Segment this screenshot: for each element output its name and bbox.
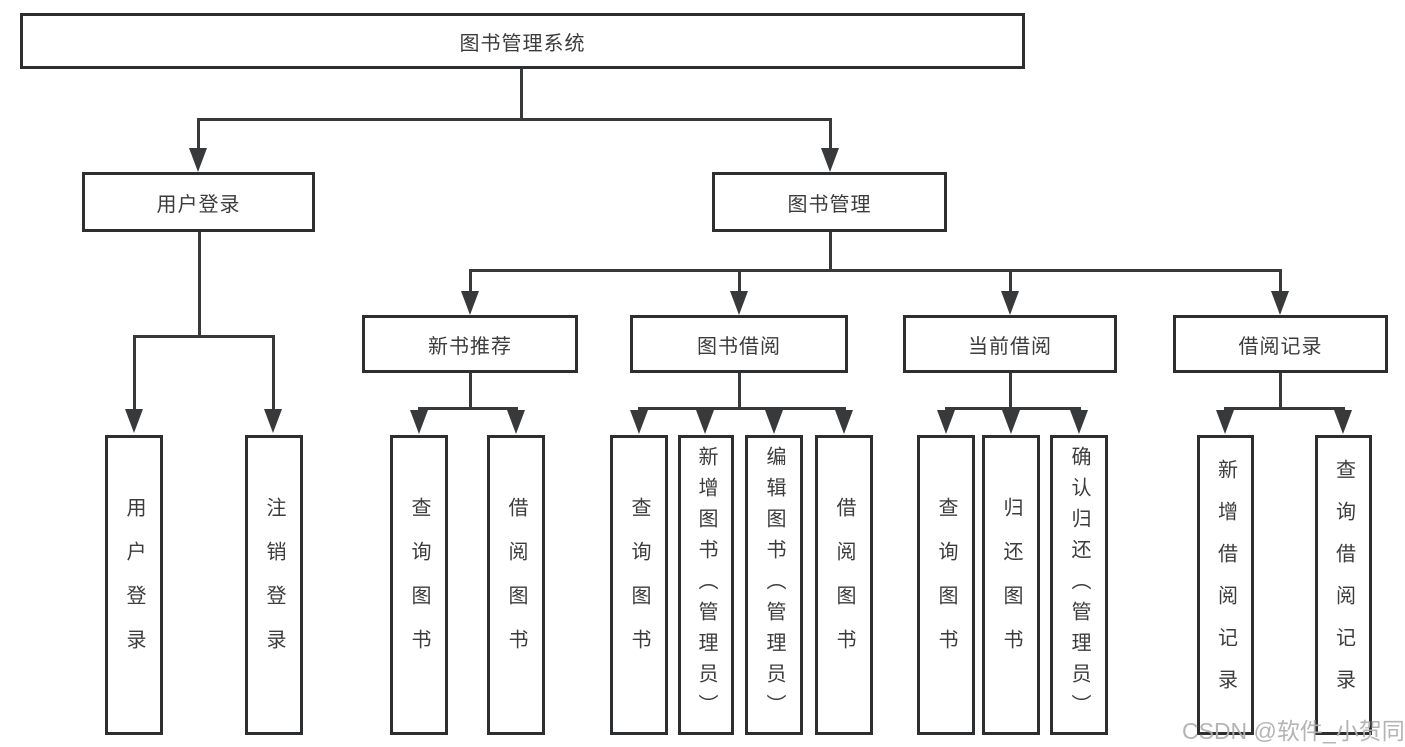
connector-line <box>197 118 200 150</box>
node-leaf-query-book-recommend: 查询图书 <box>390 435 448 735</box>
node-leaf-add-book-admin: 新增图书（管理员） <box>678 435 734 735</box>
arrow-down-icon <box>1070 410 1088 434</box>
connector-line <box>469 269 1282 272</box>
node-leaf-query-book-borrow: 查询图书 <box>610 435 668 735</box>
arrow-down-icon <box>835 410 853 434</box>
node-leaf-logout: 注销登录 <box>245 435 303 735</box>
connector-line <box>1009 373 1012 407</box>
arrow-down-icon <box>125 409 143 433</box>
node-leaf-return-book: 归还图书 <box>982 435 1040 735</box>
arrow-down-icon <box>630 410 648 434</box>
connector-line <box>133 335 275 338</box>
node-label: 新增图书（管理员） <box>695 445 717 725</box>
arrow-down-icon <box>730 291 748 315</box>
csdn-watermark: CSDN @软件_小贺同学 <box>1182 718 1405 744</box>
node-label: 注销登录 <box>263 497 285 673</box>
node-label: 确认归还（管理员） <box>1068 445 1090 725</box>
node-label: 查询图书 <box>628 497 650 673</box>
node-label: 归还图书 <box>1000 497 1022 673</box>
node-user-login: 用户登录 <box>82 172 315 232</box>
node-leaf-borrow-book-recommend: 借阅图书 <box>487 435 545 735</box>
arrow-down-icon <box>1002 410 1020 434</box>
node-label: 查询借阅记录 <box>1332 459 1355 711</box>
node-current-borrow: 当前借阅 <box>903 315 1117 373</box>
node-leaf-edit-book-admin: 编辑图书（管理员） <box>745 435 803 735</box>
node-label: 用户登录 <box>156 193 241 216</box>
node-leaf-query-borrow-record: 查询借阅记录 <box>1315 435 1372 735</box>
node-label: 借阅图书 <box>833 497 855 673</box>
arrow-down-icon <box>765 410 783 434</box>
arrow-down-icon <box>1216 410 1234 434</box>
connector-line <box>638 407 846 410</box>
arrow-down-icon <box>696 410 714 434</box>
node-label: 当前借阅 <box>968 335 1052 358</box>
arrow-down-icon <box>821 148 839 172</box>
arrow-down-icon <box>264 409 282 433</box>
node-label: 编辑图书（管理员） <box>763 445 785 725</box>
node-book-management: 图书管理 <box>712 172 947 232</box>
node-leaf-confirm-return-admin: 确认归还（管理员） <box>1050 435 1108 735</box>
node-label: 查询图书 <box>408 497 430 673</box>
node-leaf-borrow-book: 借阅图书 <box>815 435 873 735</box>
node-leaf-query-book-current: 查询图书 <box>917 435 975 735</box>
connector-line <box>133 335 136 411</box>
arrow-down-icon <box>410 410 428 434</box>
connector-line <box>1279 269 1282 293</box>
arrow-down-icon <box>1334 410 1352 434</box>
node-label: 图书管理系统 <box>459 32 586 55</box>
connector-line <box>197 118 832 121</box>
arrow-down-icon <box>189 148 207 172</box>
node-label: 新书推荐 <box>428 335 512 358</box>
node-label: 借阅记录 <box>1238 335 1323 358</box>
connector-line <box>198 232 201 335</box>
connector-line <box>829 118 832 150</box>
connector-line <box>469 373 472 407</box>
connector-line <box>1009 269 1012 293</box>
node-new-book-recommend: 新书推荐 <box>362 315 578 373</box>
connector-line <box>272 335 275 411</box>
node-book-borrow: 图书借阅 <box>630 315 848 373</box>
node-label: 图书借阅 <box>697 335 781 358</box>
node-borrow-records: 借阅记录 <box>1173 315 1388 373</box>
connector-line <box>520 69 523 118</box>
node-leaf-user-login: 用户登录 <box>105 435 163 735</box>
node-label: 用户登录 <box>123 497 145 673</box>
connector-line <box>1279 373 1282 407</box>
arrow-down-icon <box>937 410 955 434</box>
connector-line <box>1224 407 1345 410</box>
connector-line <box>945 407 1081 410</box>
node-label: 图书管理 <box>787 193 872 216</box>
node-root-system: 图书管理系统 <box>20 13 1025 69</box>
arrow-down-icon <box>461 291 479 315</box>
arrow-down-icon <box>1271 291 1289 315</box>
connector-line <box>469 269 472 293</box>
arrow-down-icon <box>507 410 525 434</box>
connector-line <box>738 373 741 407</box>
connector-line <box>418 407 518 410</box>
connector-line <box>829 232 832 269</box>
node-leaf-add-borrow-record: 新增借阅记录 <box>1197 435 1254 735</box>
node-label: 新增借阅记录 <box>1214 459 1237 711</box>
connector-line <box>738 269 741 293</box>
node-label: 查询图书 <box>935 497 957 673</box>
arrow-down-icon <box>1001 291 1019 315</box>
node-label: 借阅图书 <box>505 497 527 673</box>
